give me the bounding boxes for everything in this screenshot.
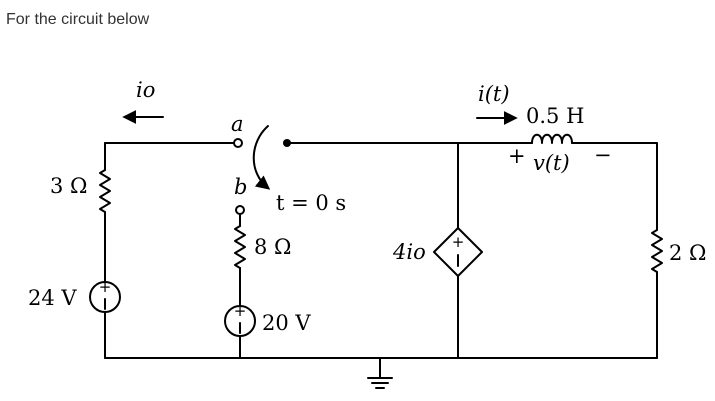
label-r-8ohm: 8 Ω <box>254 235 291 259</box>
resistor-2ohm <box>651 229 663 273</box>
label-switch-time: t = 0 s <box>276 191 346 215</box>
label-v-20v: 20 V <box>262 311 311 335</box>
inductor-coil <box>531 133 573 144</box>
resistor-3ohm <box>99 169 111 213</box>
label-vt-minus: − <box>594 143 612 167</box>
label-r-2ohm: 2 Ω <box>669 241 706 265</box>
vs24-plus: + <box>99 278 112 296</box>
label-current-it: i(t) <box>478 82 510 106</box>
label-dependent-source: 4io <box>392 240 426 264</box>
label-node-b: b <box>234 175 247 199</box>
label-node-a: a <box>231 112 244 136</box>
label-inductor: 0.5 H <box>526 104 584 128</box>
label-io: io <box>136 78 155 102</box>
label-vt: v(t) <box>533 151 570 175</box>
node-a-terminal <box>233 138 243 148</box>
intro-text: For the circuit below <box>6 11 150 28</box>
dep-plus: + <box>452 233 465 251</box>
node-b-terminal <box>235 205 245 215</box>
label-v-24v: 24 V <box>28 286 77 310</box>
vs20-plus: + <box>234 302 247 320</box>
label-vt-plus: + <box>508 144 526 168</box>
label-r-3ohm: 3 Ω <box>50 174 87 198</box>
switch-arc-arrow <box>252 125 271 190</box>
resistor-8ohm <box>234 225 246 269</box>
